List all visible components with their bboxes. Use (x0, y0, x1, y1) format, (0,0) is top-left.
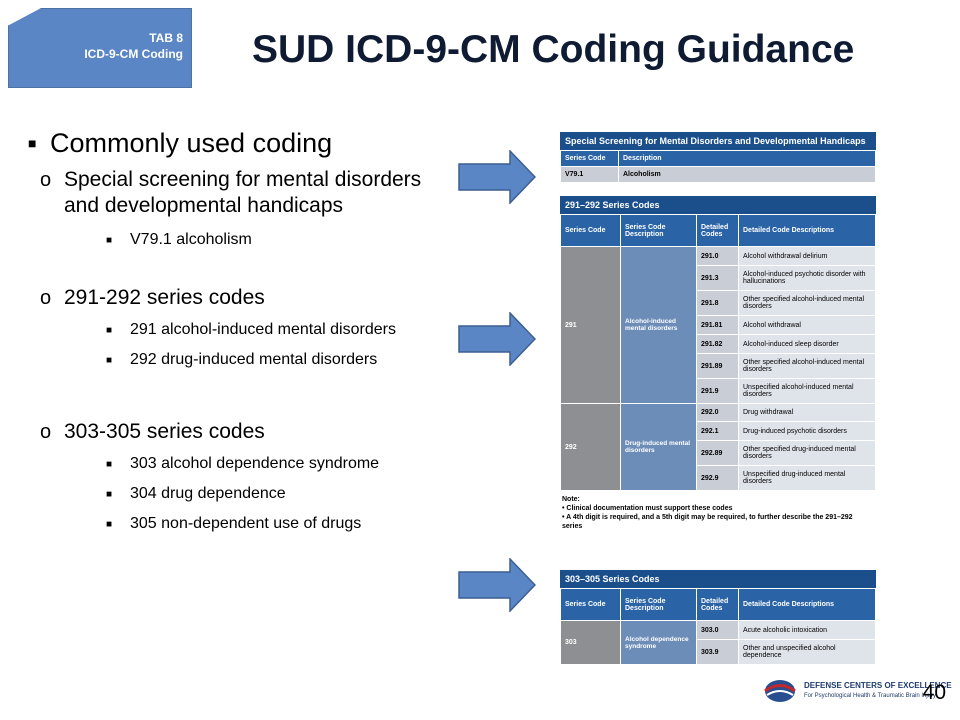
detailed-code-cell: 292.1 (696, 421, 739, 441)
bullet-303: ■303 alcohol dependence syndrome (106, 453, 406, 475)
tab-subject: ICD-9-CM Coding (84, 47, 183, 61)
table-row: 303 Alcohol dependence syndrome 303.0 Ac… (560, 620, 876, 665)
column-header: Detailed Codes (696, 214, 739, 247)
square-bullet-icon: ■ (106, 489, 113, 500)
column-header: Detailed Code Descriptions (738, 214, 876, 247)
series-code-cell: 303 (560, 620, 621, 665)
bullet-v79: ■V79.1 alcoholism (106, 229, 406, 251)
series-291-292-table: 291–292 Series Codes Series Code Series … (560, 196, 876, 535)
detailed-code-cell: 303.9 (696, 639, 739, 665)
column-header: Detailed Codes (696, 588, 739, 621)
detailed-desc-cell: Other specified alcohol-induced mental d… (738, 290, 876, 316)
series-code-cell: 291 (560, 246, 621, 404)
bullet-305: ■305 non-dependent use of drugs (106, 513, 406, 535)
bullet-main: ■Commonly used coding (28, 128, 333, 158)
column-header: Series Code (560, 150, 619, 167)
detailed-desc-cell: Drug withdrawal (738, 403, 876, 422)
series-desc-cell: Alcohol-induced mental disorders (620, 246, 697, 404)
circle-bullet-icon: o (40, 169, 52, 191)
column-header: Series Code (560, 588, 621, 621)
series-303-305-table: 303–305 Series Codes Series Code Series … (560, 570, 876, 665)
logo-tagline: For Psychological Health & Traumatic Bra… (804, 693, 937, 699)
detailed-desc-cell: Other and unspecified alcohol dependence (738, 639, 876, 665)
table-cell: Alcoholism (618, 166, 876, 183)
detailed-code-cell: 291.89 (696, 353, 739, 379)
detailed-desc-cell: Alcohol withdrawal (738, 315, 876, 335)
detailed-desc-cell: Alcohol-induced sleep disorder (738, 334, 876, 354)
detailed-code-cell: 291.0 (696, 246, 739, 266)
series-desc-cell: Drug-induced mental disorders (620, 403, 697, 491)
table-row: 292 Drug-induced mental disorders 292.0 … (560, 403, 876, 491)
detailed-code-cell: 292.9 (696, 465, 739, 491)
detailed-desc-cell: Other specified drug-induced mental diso… (738, 440, 876, 466)
bullet-291: ■291 alcohol-induced mental disorders (106, 319, 406, 341)
circle-bullet-icon: o (40, 421, 52, 443)
arrow-right-icon (458, 150, 536, 204)
detailed-desc-cell: Unspecified alcohol-induced mental disor… (738, 378, 876, 404)
arrow-right-icon (458, 558, 536, 612)
bullet-304: ■304 drug dependence (106, 483, 406, 505)
page-number: 40 (922, 681, 946, 704)
detailed-code-cell: 291.9 (696, 378, 739, 404)
globe-emblem-icon (764, 680, 796, 702)
note-item: • Clinical documentation must support th… (562, 505, 733, 512)
bullet-292: ■292 drug-induced mental disorders (106, 349, 406, 371)
dcoe-logo: DEFENSE CENTERS OF EXCELLENCE For Psycho… (760, 678, 952, 704)
detailed-code-cell: 291.81 (696, 315, 739, 335)
detailed-code-cell: 292.89 (696, 440, 739, 466)
detailed-code-cell: 291.3 (696, 265, 739, 291)
table-title: 291–292 Series Codes (560, 196, 876, 214)
square-bullet-icon: ■ (106, 519, 113, 530)
column-header: Series Code Description (620, 588, 697, 621)
table-cell: V79.1 (560, 166, 619, 183)
note-item: • A 4th digit is required, and a 5th dig… (562, 514, 853, 530)
square-bullet-icon: ■ (106, 355, 113, 366)
screening-table: Special Screening for Mental Disorders a… (560, 132, 876, 183)
detailed-desc-cell: Acute alcoholic intoxication (738, 620, 876, 640)
detailed-desc-cell: Drug-induced psychotic disorders (738, 421, 876, 441)
tab-number: TAB 8 (149, 31, 183, 45)
tab-badge: TAB 8 ICD-9-CM Coding (8, 8, 192, 88)
table-title: Special Screening for Mental Disorders a… (560, 132, 876, 150)
table-row: 291 Alcohol-induced mental disorders 291… (560, 246, 876, 404)
square-bullet-icon: ■ (106, 235, 113, 246)
column-header: Detailed Code Descriptions (738, 588, 876, 621)
series-code-cell: 292 (560, 403, 621, 491)
detailed-code-cell: 303.0 (696, 620, 739, 640)
circle-bullet-icon: o (40, 287, 52, 309)
detailed-desc-cell: Alcohol-induced psychotic disorder with … (738, 265, 876, 291)
detailed-code-cell: 292.0 (696, 403, 739, 422)
note-title: Note: (562, 496, 580, 503)
column-header: Description (618, 150, 876, 167)
column-header: Series Code Description (620, 214, 697, 247)
square-bullet-icon: ■ (106, 459, 113, 470)
slide-title: SUD ICD-9-CM Coding Guidance (252, 28, 855, 71)
table-note: Note: • Clinical documentation must supp… (560, 491, 876, 535)
detailed-code-cell: 291.8 (696, 290, 739, 316)
detailed-code-cell: 291.82 (696, 334, 739, 354)
table-title: 303–305 Series Codes (560, 570, 876, 588)
series-desc-cell: Alcohol dependence syndrome (620, 620, 697, 665)
column-header: Series Code (560, 214, 621, 247)
detailed-desc-cell: Alcohol withdrawal delirium (738, 246, 876, 266)
detailed-desc-cell: Other specified alcohol-induced mental d… (738, 353, 876, 379)
detailed-desc-cell: Unspecified drug-induced mental disorder… (738, 465, 876, 491)
square-bullet-icon: ■ (106, 325, 113, 336)
arrow-right-icon (458, 312, 536, 366)
square-bullet-icon: ■ (28, 135, 37, 151)
logo-name: DEFENSE CENTERS OF EXCELLENCE (804, 681, 952, 690)
